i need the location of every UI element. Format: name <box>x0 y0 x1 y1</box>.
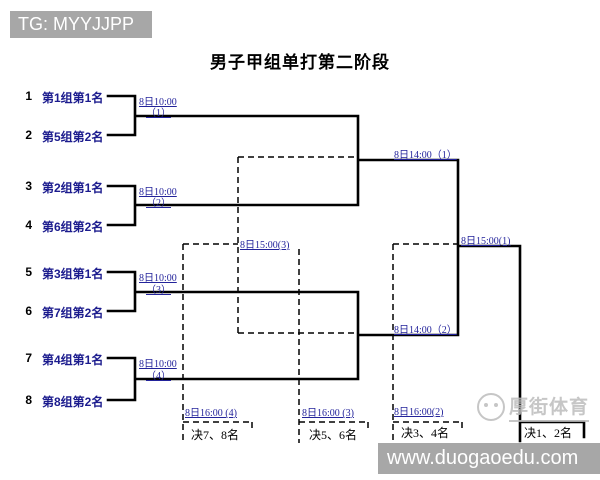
seed-6: 6 <box>25 304 32 318</box>
match-qf1-time-link[interactable]: 8日10:00 <box>139 97 177 108</box>
entry-4: 第6组第2名 <box>42 220 104 234</box>
match-sf1-time-link[interactable]: 8日14:00（1） <box>394 150 457 161</box>
watermark: 厚街体育 <box>477 392 590 422</box>
entry-1: 第1组第1名 <box>42 91 104 105</box>
match-qf3-time-link[interactable]: 8日10:00 <box>139 273 177 284</box>
entry-8: 第8组第2名 <box>42 395 104 409</box>
entry-3: 第2组第1名 <box>42 181 104 195</box>
match-consolation-time-link[interactable]: 8日15:00(3) <box>240 240 290 251</box>
match-place78-time-link[interactable]: 8日16:00 (4) <box>185 408 237 419</box>
match-qf2-time-link[interactable]: 8日10:00 <box>139 187 177 198</box>
seed-4: 4 <box>25 218 32 232</box>
seed-3: 3 <box>25 179 32 193</box>
entry-7: 第4组第1名 <box>42 353 104 367</box>
website-banner: www.duogaoedu.com <box>378 443 600 474</box>
match-qf4-time-link[interactable]: 8日10:00 <box>139 359 177 370</box>
place-5-6-label: 决5、6名 <box>309 428 358 442</box>
match-place34-time-link[interactable]: 8日16:00(2) <box>394 407 444 418</box>
entry-5: 第3组第1名 <box>42 267 104 281</box>
tag-banner: TG: MYYJJPP <box>10 11 152 38</box>
match-qf2-table[interactable]: （2） <box>146 198 171 209</box>
watermark-mascot-icon <box>477 393 505 421</box>
seed-2: 2 <box>25 128 32 142</box>
match-qf3-table[interactable]: （3） <box>146 285 171 296</box>
seed-1: 1 <box>25 89 32 103</box>
match-place56-time-link[interactable]: 8日16:00 (3) <box>302 408 354 419</box>
match-final-time-link[interactable]: 8日15:00(1) <box>461 236 511 247</box>
match-qf1-table[interactable]: （1） <box>146 108 171 119</box>
place-7-8-label: 决7、8名 <box>191 428 240 442</box>
place-1-2-label: 决1、2名 <box>524 426 573 440</box>
seed-5: 5 <box>25 265 32 279</box>
seed-7: 7 <box>25 351 32 365</box>
watermark-text: 厚街体育 <box>509 392 590 422</box>
bracket-solid-lines <box>106 94 586 443</box>
seed-8: 8 <box>25 393 32 407</box>
match-qf4-table[interactable]: （4） <box>146 371 171 382</box>
bracket-consolation-dashed-lines <box>182 156 463 443</box>
entry-6: 第7组第2名 <box>42 306 104 320</box>
place-3-4-label: 决3、4名 <box>401 426 450 440</box>
entry-2: 第5组第2名 <box>42 130 104 144</box>
match-sf2-time-link[interactable]: 8日14:00（2） <box>394 325 457 336</box>
page-title: 男子甲组单打第二阶段 <box>210 53 390 72</box>
